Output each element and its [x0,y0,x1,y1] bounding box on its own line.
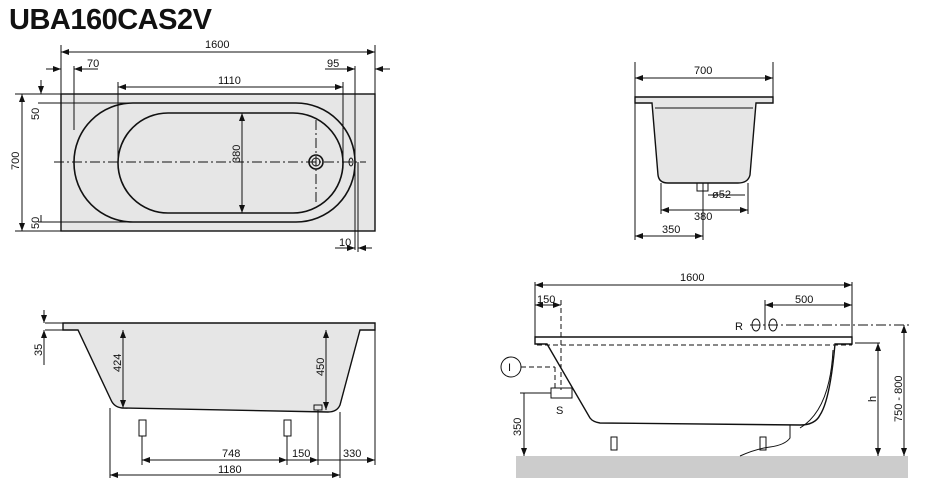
dim-drain-offset: 330 [343,448,361,460]
foot-icon [610,436,618,451]
dim-rim: 35 [33,344,45,356]
dim-feet-spacing: 748 [222,448,240,460]
dim-feet-offset: 150 [292,448,310,460]
waste-pipe [739,425,791,457]
dim-height-range: 750 - 800 [893,376,905,422]
dim-inner-width: 380 [231,145,243,163]
side-view: 35 424 450 748 150 330 1180 [33,310,376,478]
plan-view: 1600 70 95 1110 380 700 50 50 10 [10,39,390,252]
end-view: 700 ø52 380 350 [634,62,774,240]
overflow-icon [348,157,354,167]
dim-width: 700 [10,152,22,170]
dim-depth-left: 424 [112,354,124,372]
dim-panel-offset: 150 [537,294,555,306]
installation-view: 1600 150 500 R I S 350 h 750 - 800 [500,272,910,478]
plan-inner-basin [117,112,344,214]
drain-icon [308,154,324,170]
dim-inner-length: 1110 [218,75,241,87]
dim-end-width: 700 [694,65,712,77]
dim-h: h [867,396,879,402]
dim-support-height: 350 [512,418,524,436]
dim-install-length: 1600 [680,272,704,284]
dim-bottom-width: 380 [694,211,712,223]
marker-label: I [508,362,511,374]
dim-rim-top: 50 [30,108,42,120]
dim-depth-right: 450 [315,358,327,376]
dim-drain-offset: 350 [662,224,680,236]
support-label: S [556,405,563,417]
foot-icon [759,436,767,451]
floor [516,456,908,478]
foot-icon [283,419,292,437]
dim-overflow-offset: 10 [339,237,351,249]
dim-rim-bottom: 50 [30,217,42,229]
dim-length: 1600 [205,39,229,51]
foot-icon [138,419,147,437]
tap-label: R [735,321,743,333]
dim-left-offset: 70 [87,58,99,70]
dim-bottom-length: 1180 [218,464,242,476]
dim-right-offset: 95 [327,58,339,70]
product-code-title: UBA160CAS2V [9,4,212,36]
dim-tap-offset: 500 [795,294,813,306]
dim-drain-diameter: ø52 [712,189,731,201]
